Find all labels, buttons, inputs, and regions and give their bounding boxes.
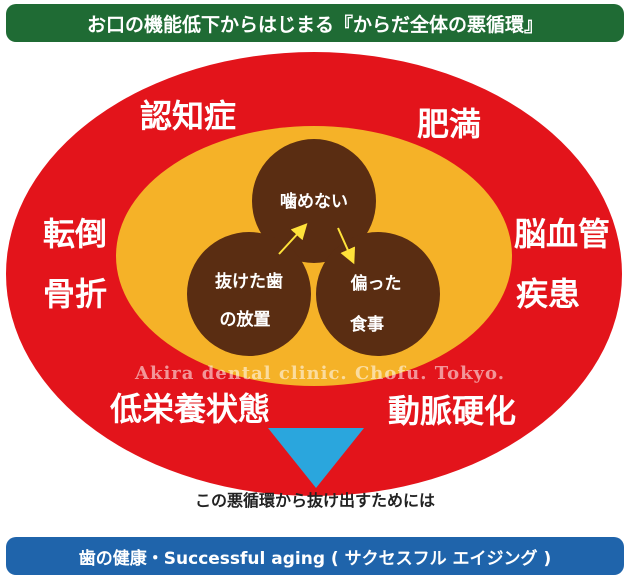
circle-right-label-line2: 食事 [350,314,384,335]
label-obesity: 肥満 [417,105,481,143]
label-fall: 転倒 [43,215,107,253]
circle-right-label-line1: 偏った [351,273,402,294]
top-banner: お口の機能低下からはじまる『からだ全体の悪循環』 [6,4,624,42]
arrow-left-to-top [278,223,308,255]
caption-text: この悪循環から抜け出すためには [194,491,435,510]
circle-left [187,232,311,356]
label-malnutrition: 低栄養状態 [110,390,270,428]
circle-right [316,232,440,356]
label-disease: 疾患 [516,275,580,313]
top-banner-title: お口の機能低下からはじまる『からだ全体の悪循環』 [86,13,543,36]
funnel-triangle [268,428,364,488]
arrow-top-to-right [337,227,356,265]
circle-left-label-line2: の放置 [220,309,271,330]
label-dementia: 認知症 [140,97,236,135]
bottom-banner: 歯の健康・Successful aging ( サクセスフル エイジング ) [6,537,624,575]
circle-top [252,139,376,263]
circle-top-label: 噛めない [280,191,348,212]
bottom-banner-title: 歯の健康・Successful aging ( サクセスフル エイジング ) [78,548,552,569]
circle-left-label-line1: 抜けた歯 [215,271,283,292]
watermark-text: Akira dental clinic. Chofu. Tokyo. [134,363,505,384]
label-fracture: 骨折 [43,275,107,313]
label-arteriosclerosis: 動脈硬化 [388,392,516,430]
label-cerebrovascular: 脳血管 [514,215,610,253]
